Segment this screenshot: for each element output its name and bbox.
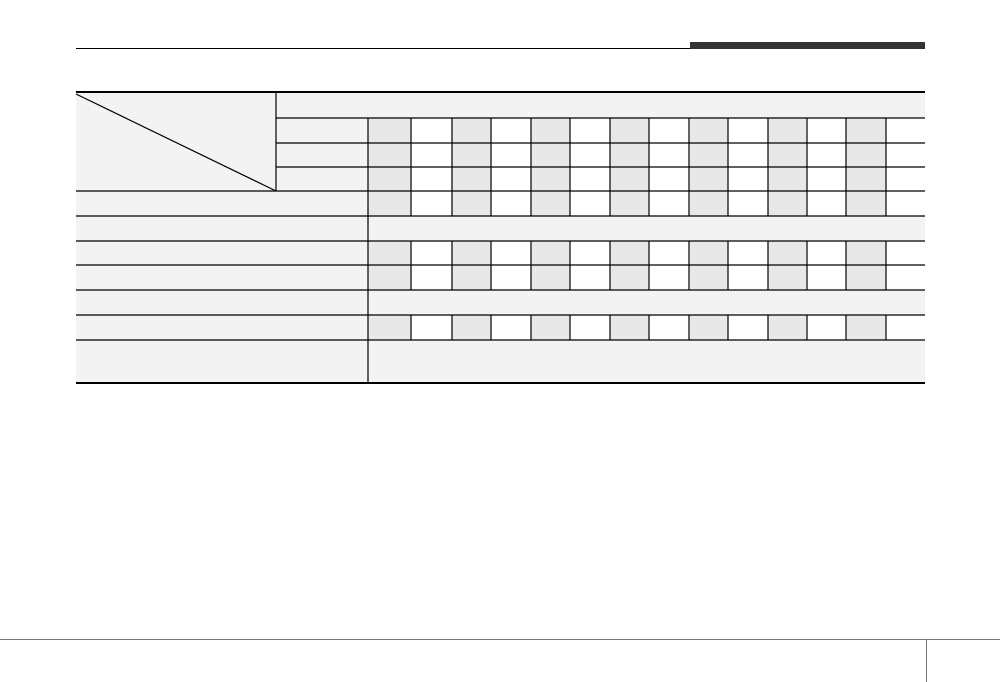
shaded-data-cell xyxy=(689,118,728,143)
shaded-data-cell xyxy=(846,315,886,340)
shaded-data-cell xyxy=(846,167,886,191)
shaded-data-cell xyxy=(689,167,728,191)
shaded-data-cell xyxy=(531,315,570,340)
shaded-data-cell xyxy=(368,143,411,167)
shaded-data-cell xyxy=(768,241,807,265)
row-label-cell xyxy=(276,118,368,143)
shaded-data-cell xyxy=(531,265,570,290)
shaded-data-cell xyxy=(768,167,807,191)
row-label-cell xyxy=(76,340,368,383)
row-label-cell xyxy=(76,216,368,241)
shaded-data-cell xyxy=(768,191,807,216)
row-label-cell xyxy=(76,265,368,290)
shaded-data-cell xyxy=(846,118,886,143)
merged-cell xyxy=(368,340,925,383)
shaded-data-cell xyxy=(689,315,728,340)
shaded-data-cell xyxy=(610,143,649,167)
shaded-data-cell xyxy=(452,167,491,191)
shaded-data-cell xyxy=(610,118,649,143)
shaded-data-cell xyxy=(452,118,491,143)
shaded-data-cell xyxy=(452,191,491,216)
row-label-cell xyxy=(76,241,368,265)
shaded-data-cell xyxy=(768,315,807,340)
shaded-data-cell xyxy=(452,265,491,290)
shaded-data-cell xyxy=(368,167,411,191)
header-bar xyxy=(690,42,925,49)
footer-divider xyxy=(926,639,927,682)
corner-diagonal xyxy=(75,93,277,192)
header-rule xyxy=(76,48,925,49)
shaded-data-cell xyxy=(531,143,570,167)
shaded-data-cell xyxy=(368,241,411,265)
shaded-data-cell xyxy=(610,241,649,265)
shaded-data-cell xyxy=(768,265,807,290)
shaded-data-cell xyxy=(452,143,491,167)
shaded-data-cell xyxy=(531,118,570,143)
shaded-data-cell xyxy=(368,118,411,143)
row-label-cell xyxy=(276,167,368,191)
merged-cell xyxy=(368,216,925,241)
footer-rule xyxy=(0,639,1000,640)
row-label-cell xyxy=(76,290,368,315)
shaded-data-cell xyxy=(368,315,411,340)
shaded-data-cell xyxy=(768,118,807,143)
shaded-data-cell xyxy=(610,191,649,216)
shaded-data-cell xyxy=(610,167,649,191)
shaded-data-cell xyxy=(846,265,886,290)
merged-cell xyxy=(368,290,925,315)
row-label-cell xyxy=(76,191,368,216)
shaded-data-cell xyxy=(846,241,886,265)
header-title-band xyxy=(276,93,925,118)
shaded-data-cell xyxy=(689,241,728,265)
shaded-data-cell xyxy=(452,315,491,340)
shaded-data-cell xyxy=(768,143,807,167)
shaded-data-cell xyxy=(610,265,649,290)
row-label-cell xyxy=(76,315,368,340)
shaded-data-cell xyxy=(610,315,649,340)
shaded-data-cell xyxy=(368,191,411,216)
shaded-data-cell xyxy=(368,265,411,290)
row-label-cell xyxy=(276,143,368,167)
shaded-data-cell xyxy=(846,191,886,216)
shaded-data-cell xyxy=(452,241,491,265)
shaded-data-cell xyxy=(531,167,570,191)
shaded-data-cell xyxy=(689,143,728,167)
shaded-data-cell xyxy=(531,241,570,265)
shaded-data-cell xyxy=(689,191,728,216)
shaded-data-cell xyxy=(531,191,570,216)
shaded-data-cell xyxy=(846,143,886,167)
shaded-data-cell xyxy=(689,265,728,290)
